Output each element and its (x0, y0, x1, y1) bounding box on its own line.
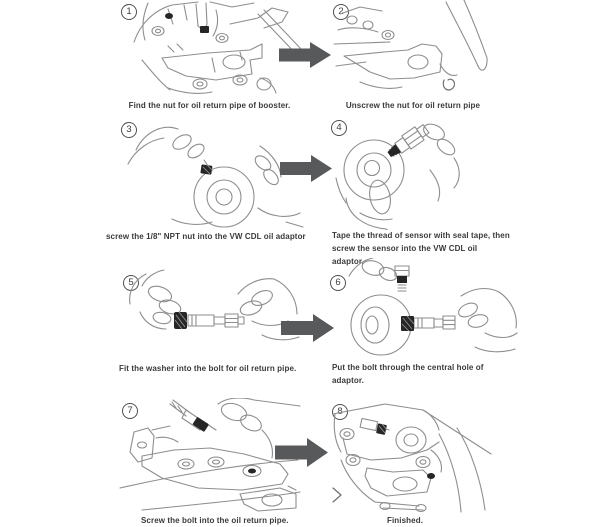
step-4-caption: Tape the thread of sensor with seal tape… (332, 231, 510, 266)
step-8-illustration (327, 398, 493, 514)
step-1-caption: Find the nut for oil return pipe of boos… (128, 101, 291, 110)
step-2-caption: Unscrew the nut for oil return pipe (345, 101, 481, 110)
step-2-number: 2 (333, 4, 349, 20)
step-5-caption: Fit the washer into the bolt for oil ret… (119, 364, 297, 373)
step-8-number: 8 (332, 404, 348, 420)
step-6-caption: Put the bolt through the central hole of… (332, 363, 484, 385)
step-7-caption: Screw the bolt into the oil return pipe. (141, 516, 289, 525)
step-3-number: 3 (121, 122, 137, 138)
step-5-illustration (112, 264, 302, 360)
step1-to-step2-arrow-icon (279, 42, 331, 68)
step-4-number: 4 (331, 120, 347, 136)
step-1-illustration (112, 0, 302, 96)
step-6-number: 6 (330, 275, 346, 291)
step7-to-step8-arrow-icon (275, 438, 328, 467)
step-8-caption: Finished. (387, 516, 424, 525)
step-2-illustration (328, 0, 496, 100)
step-5-number: 5 (123, 275, 139, 291)
step3-to-step4-arrow-icon (280, 155, 332, 182)
step-6-illustration (325, 258, 521, 360)
step-7-number: 7 (122, 403, 138, 419)
step-3-caption: screw the 1/8" NPT nut into the VW CDL o… (106, 232, 306, 241)
step5-to-step6-arrow-icon (281, 314, 334, 342)
step-3-illustration (110, 118, 306, 228)
step-1-number: 1 (121, 4, 137, 20)
step-4-illustration (330, 118, 475, 230)
step-7-illustration (112, 398, 302, 512)
